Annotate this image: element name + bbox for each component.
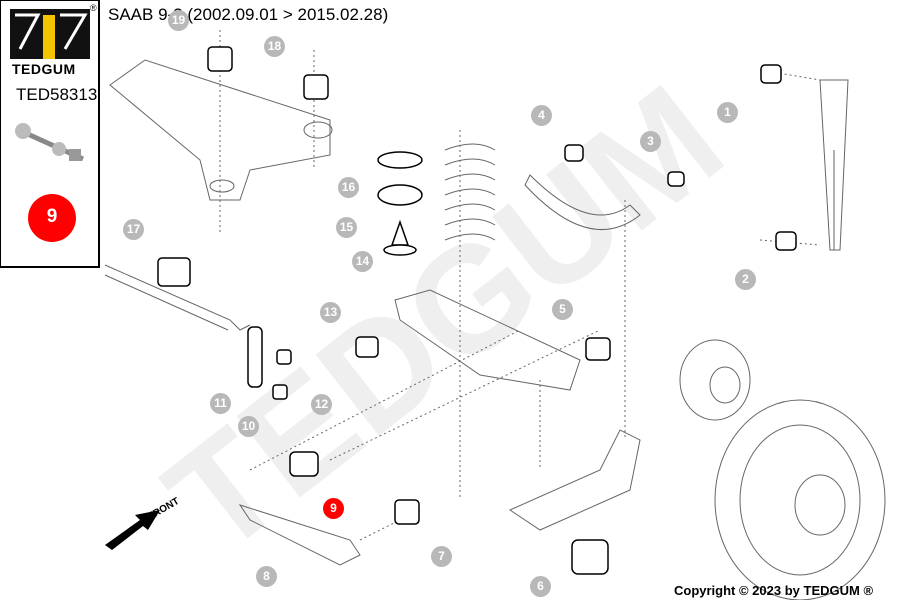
callout-14[interactable]: 14 [352,251,373,272]
bushings [157,46,797,575]
callout-5[interactable]: 5 [552,299,573,320]
callout-13[interactable]: 13 [320,302,341,323]
callout-19[interactable]: 19 [168,10,189,31]
callout-15[interactable]: 15 [336,217,357,238]
registered-mark: ® [90,3,97,13]
callout-9[interactable]: 9 [323,498,344,519]
callout-16[interactable]: 16 [338,177,359,198]
tedgum-logo-icon [10,9,90,59]
vehicle-title: SAAB 9-3 (2002.09.01 > 2015.02.28) [108,5,389,24]
callout-6[interactable]: 6 [530,576,551,597]
part-number-badge: 9 [28,194,76,242]
callout-8[interactable]: 8 [256,566,277,587]
callout-3[interactable]: 3 [640,131,661,152]
callout-1[interactable]: 1 [717,102,738,123]
part-code: TED58313 [16,85,98,104]
bolt-kit-icon [15,123,85,162]
callout-12[interactable]: 12 [311,394,332,415]
callout-10[interactable]: 10 [238,416,259,437]
callout-17[interactable]: 17 [123,219,144,240]
parts-outline [104,30,886,600]
callout-4[interactable]: 4 [531,105,552,126]
callout-2[interactable]: 2 [735,269,756,290]
callout-18[interactable]: 18 [264,36,285,57]
product-sidebar: ® TEDGUM TED58313 9 [0,0,100,268]
front-label: FRONT [146,496,181,523]
front-arrow-icon [105,510,160,550]
brand-name: TEDGUM [12,61,76,77]
callout-7[interactable]: 7 [431,546,452,567]
copyright-notice: Copyright © 2023 by TEDGUM ® [674,583,874,598]
callout-11[interactable]: 11 [210,393,231,414]
